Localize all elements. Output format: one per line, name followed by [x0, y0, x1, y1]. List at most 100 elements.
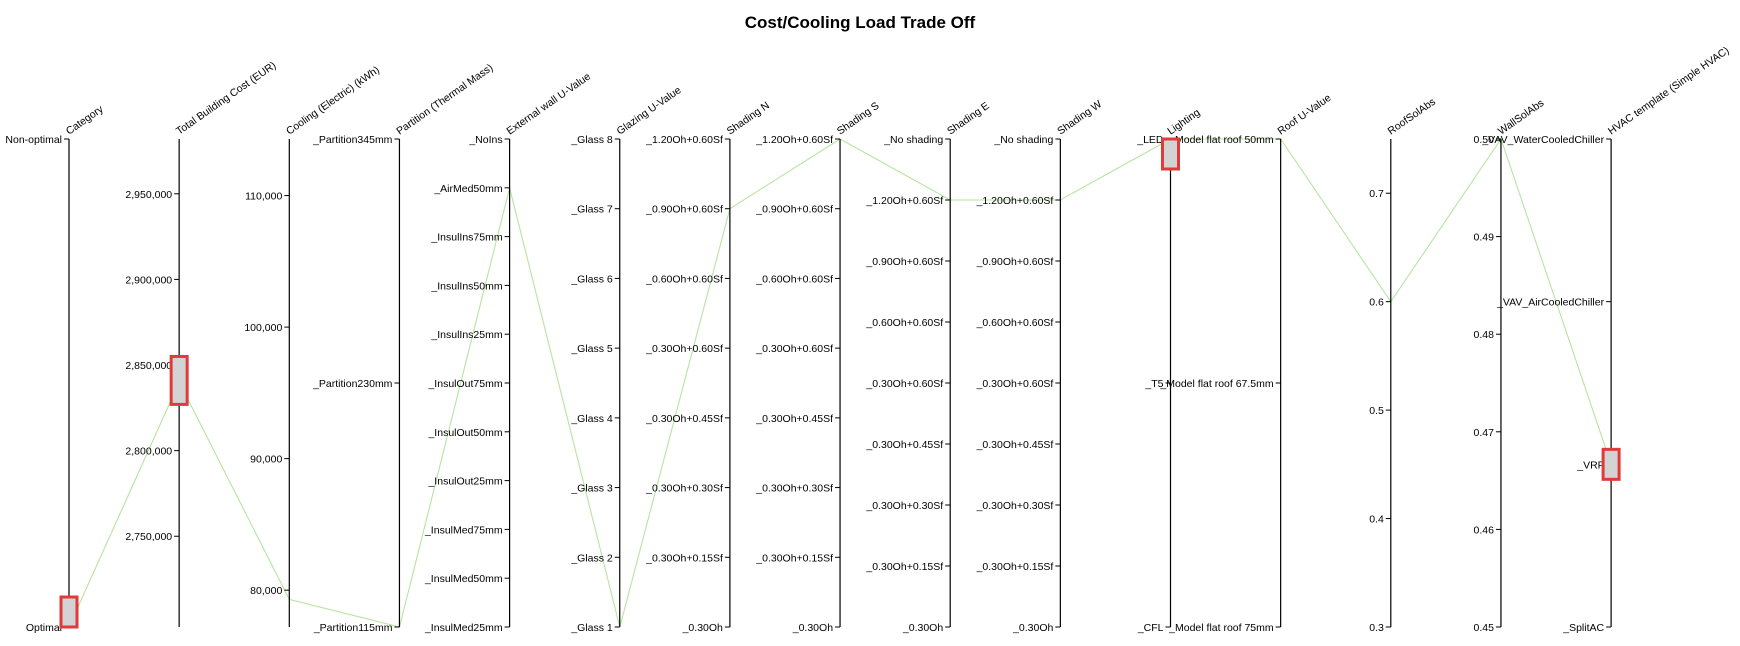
tick-label: _LED: [1136, 134, 1164, 146]
tick-label: _No shading: [883, 134, 943, 146]
axis-name: Partition (Thermal Mass): [394, 62, 495, 138]
tick-label: _1.20Oh+0.60Sf: [645, 134, 723, 146]
axis-roof-u-value: _Model flat roof 50mm _Model flat roof 67…: [1159, 92, 1333, 634]
axis-name: Total Building Cost (EUR): [174, 59, 278, 137]
tick-label: _InsulIns50mm: [430, 280, 502, 292]
brush-hvac-template-simple-hvac[interactable]: [1601, 447, 1621, 481]
tick-label: 80,000: [250, 585, 282, 597]
brush-category[interactable]: [59, 595, 79, 629]
tick-label: _InsulMed50mm: [424, 573, 503, 585]
tick-label: _AirMed50mm: [433, 183, 503, 195]
tick-label: _CFL: [1137, 622, 1164, 634]
tick-label: 2,800,000: [125, 446, 172, 458]
tick-label: _0.30Oh+0.60Sf: [645, 343, 723, 355]
axis-total-building-cost-eur: 2,950,0002,900,0002,850,0002,800,0002,75…: [125, 59, 278, 627]
tick-label: _0.30Oh+0.45Sf: [865, 439, 943, 451]
tick-label: _T5: [1144, 378, 1163, 390]
axes-layer: Non-optimalOptimalCategory2,950,0002,900…: [5, 45, 1731, 634]
tick-label: _0.30Oh: [902, 622, 943, 634]
tick-label: 2,950,000: [125, 189, 172, 201]
axis-name: RoofSolAbs: [1386, 96, 1438, 138]
tick-label: _0.30Oh+0.30Sf: [755, 483, 833, 495]
tick-label: _1.20Oh+0.60Sf: [755, 134, 833, 146]
axis-external-wall-u-value: _NoIns_AirMed50mm_InsulIns75mm_InsulIns5…: [424, 70, 593, 634]
tick-label: 0.4: [1369, 514, 1384, 526]
axis-shading-s: _1.20Oh+0.60Sf_0.90Oh+0.60Sf_0.60Oh+0.60…: [755, 100, 881, 634]
tick-label: _0.60Oh+0.60Sf: [755, 273, 833, 285]
tick-label: _0.30Oh+0.30Sf: [976, 500, 1054, 512]
tick-label: _InsulMed75mm: [424, 524, 503, 536]
brush-lighting[interactable]: [1161, 137, 1180, 171]
tick-label: Non-optimal: [5, 134, 62, 146]
axis-name: WallSolAbs: [1496, 97, 1547, 137]
tick-label: _Model flat roof 67.5mm: [1159, 378, 1273, 390]
tick-label: _Glass 5: [570, 343, 613, 355]
brush-total-building-cost-eur[interactable]: [169, 354, 189, 406]
chart-title: Cost/Cooling Load Trade Off: [745, 13, 976, 32]
tick-label: 0.45: [1474, 622, 1495, 634]
tick-label: 2,850,000: [125, 360, 172, 372]
tick-label: _0.90Oh+0.60Sf: [865, 256, 943, 268]
axis-name: External wall U-Value: [504, 70, 593, 137]
tick-label: _Glass 2: [570, 552, 613, 564]
tick-label: _0.30Oh: [682, 622, 723, 634]
tick-label: _Glass 6: [570, 273, 613, 285]
tick-label: _1.20Oh+0.60Sf: [865, 195, 943, 207]
axis-shading-e: _No shading _1.20Oh+0.60Sf _0.90Oh+0.60Sf _…: [865, 100, 991, 634]
tick-label: _InsulOut25mm: [427, 476, 502, 488]
axis-name: Glazing U-Value: [615, 84, 684, 137]
tick-label: _0.30Oh+0.60Sf: [976, 378, 1054, 390]
tick-label: _Glass 8: [570, 134, 613, 146]
tick-label: _Partition230mm: [312, 378, 393, 390]
axis-name: Shading S: [835, 100, 882, 138]
tick-label: 0.46: [1474, 524, 1495, 536]
tick-label: 90,000: [250, 454, 282, 466]
axis-name: Shading E: [945, 100, 992, 138]
tick-label: 0.50: [1474, 134, 1495, 146]
tick-label: _0.30Oh: [792, 622, 833, 634]
tick-label: _0.30Oh+0.30Sf: [865, 500, 943, 512]
tick-label: _0.90Oh+0.60Sf: [645, 204, 723, 216]
axis-shading-n: _1.20Oh+0.60Sf_0.90Oh+0.60Sf_0.60Oh+0.60…: [645, 99, 772, 634]
tick-label: _0.60Oh+0.60Sf: [865, 317, 943, 329]
tick-label: _InsulIns25mm: [430, 329, 502, 341]
axis-shading-w: _No shading_1.20Oh+0.60Sf_0.90Oh+0.60Sf_…: [976, 98, 1105, 634]
axis-partition-thermal-mass: _Partition345mm_Partition230mm_Partition…: [312, 62, 495, 634]
tick-label: _Model flat roof 50mm: [1168, 134, 1274, 146]
tick-label: _0.30Oh: [1012, 622, 1053, 634]
axis-name: Roof U-Value: [1275, 92, 1333, 138]
tick-label: _Glass 1: [570, 622, 613, 634]
tick-label: _0.30Oh+0.45Sf: [976, 439, 1054, 451]
tick-label: _1.20Oh+0.60Sf: [976, 195, 1054, 207]
axis-name: HVAC template (Simple HVAC): [1606, 45, 1732, 138]
tick-label: _InsulMed25mm: [424, 622, 503, 634]
tick-label: _0.30Oh+0.45Sf: [755, 413, 833, 425]
axis-name: Shading W: [1055, 98, 1104, 137]
tick-label: _InsulOut75mm: [427, 378, 502, 390]
tick-label: _NoIns: [468, 134, 502, 146]
axis-name: Lighting: [1165, 106, 1202, 137]
tick-label: _No shading: [993, 134, 1053, 146]
tick-label: _VAV_AirCooledChiller: [1496, 297, 1604, 309]
brushes-layer: [59, 137, 1621, 629]
tick-label: _Glass 7: [570, 204, 613, 216]
tick-label: 0.7: [1369, 188, 1384, 200]
tick-label: _Glass 3: [570, 483, 613, 495]
tick-label: _0.30Oh+0.45Sf: [645, 413, 723, 425]
tick-label: 110,000: [245, 191, 282, 203]
tick-label: _Glass 4: [570, 413, 613, 425]
axis-name: Category: [64, 103, 106, 138]
tick-label: _VAV_WaterCooledChiller: [1481, 134, 1604, 146]
tick-label: _0.30Oh+0.15Sf: [865, 561, 943, 573]
tick-label: _Partition345mm: [312, 134, 393, 146]
tick-label: 0.49: [1474, 232, 1495, 244]
axis-lighting: _LED _T5 _CFL Lighting: [1136, 106, 1202, 634]
tick-label: _InsulOut50mm: [427, 427, 502, 439]
tick-label: _0.30Oh+0.15Sf: [645, 552, 723, 564]
tick-label: 0.5: [1369, 405, 1384, 417]
